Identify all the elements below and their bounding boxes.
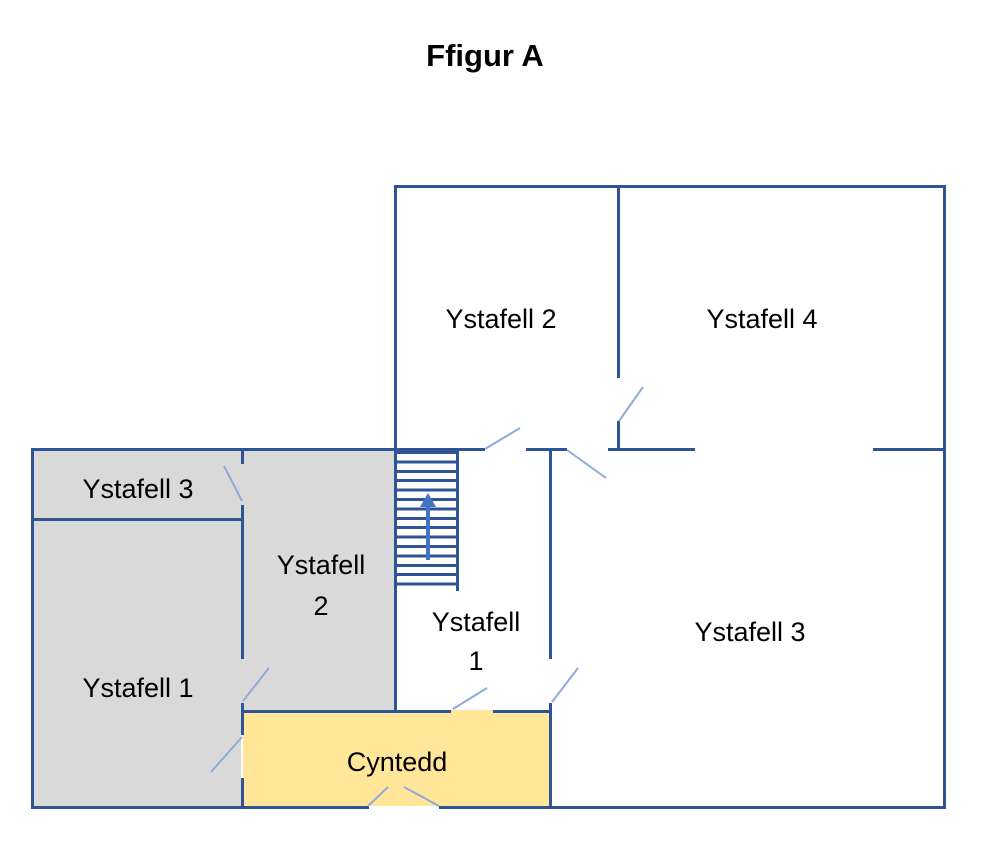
wall-mid-horizontal-segment	[873, 448, 946, 451]
wall-left	[31, 448, 34, 809]
door-swing-upstairs-room2	[484, 427, 521, 450]
door-swing-upstairs-room4	[618, 386, 644, 422]
label-left-room-3: Ystafell 3	[82, 474, 194, 504]
wall-left-vertical-segment	[241, 703, 244, 735]
room-area-left-block	[33, 450, 241, 806]
wall-mid-horizontal-segment	[396, 448, 485, 451]
label-left-room-1: Ystafell 1	[82, 673, 194, 703]
label-mid-room-2: Ystafell 2	[277, 545, 366, 627]
wall-mid-room2-right	[394, 448, 397, 713]
wall-right	[943, 185, 946, 809]
wall-mid-horizontal-segment	[608, 448, 695, 451]
room-area-hallway	[243, 710, 549, 806]
room-area-mid-room-2	[241, 450, 396, 710]
wall-mid-horizontal-segment	[526, 448, 567, 451]
wall-hallway-top-segment	[493, 710, 552, 713]
wall-mid-room1-right-segment	[549, 448, 552, 659]
label-hallway: Cyntedd	[346, 747, 448, 777]
wall-left-block-top	[31, 448, 397, 451]
door-swing-mid-room1-hallway	[452, 687, 488, 710]
label-upstairs-room-4: Ystafell 4	[706, 304, 818, 334]
wall-bottom-right-segment	[439, 806, 946, 809]
wall-divider-left-room3-room1	[31, 518, 243, 521]
wall-divider-room2-room4-stub	[617, 421, 620, 451]
wall-top	[396, 185, 945, 188]
label-main-room-3: Ystafell 3	[694, 617, 806, 647]
wall-stairs-right	[456, 448, 459, 591]
wall-left-vertical-segment	[241, 448, 244, 464]
label-mid-room-1: Ystafell 1	[432, 603, 521, 681]
wall-divider-room2-room4	[617, 185, 620, 378]
door-swing-main-room3-top	[566, 449, 607, 479]
wall-mid-room1-right-segment	[549, 703, 552, 809]
figure-title: Ffigur A	[426, 38, 544, 73]
label-mid-room-2-line1: Ystafell	[276, 550, 366, 580]
label-mid-room-1-line1: Ystafell	[431, 607, 521, 637]
wall-left-vertical-segment	[241, 778, 244, 809]
label-mid-room-1-line2: 1	[468, 646, 484, 676]
wall-upper-left	[394, 185, 397, 451]
label-upstairs-room-2: Ystafell 2	[445, 304, 557, 334]
wall-left-vertical-segment	[241, 505, 244, 659]
label-mid-room-2-line2: 2	[313, 591, 329, 621]
wall-bottom-left-segment	[33, 806, 369, 809]
stairs-treads	[397, 451, 456, 590]
wall-hallway-top-segment	[241, 710, 451, 713]
door-swing-main-room3-hallway	[551, 667, 579, 703]
